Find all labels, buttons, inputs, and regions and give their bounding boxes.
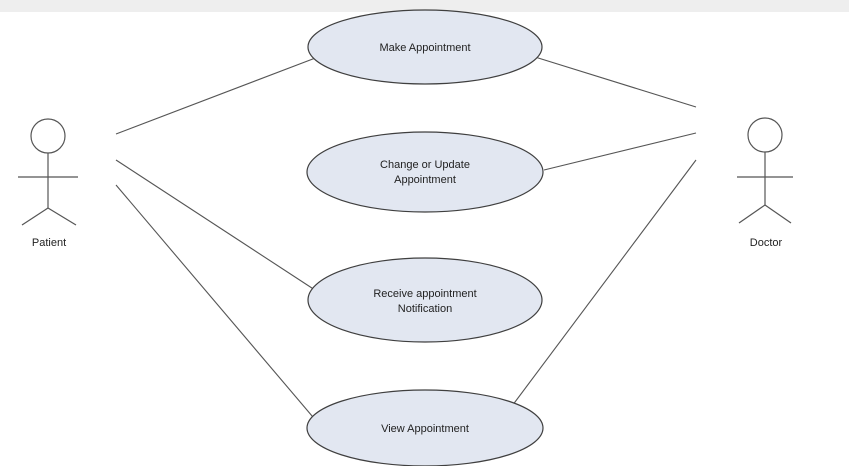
actor-doctor-head [747,117,783,153]
use-case-view-appointment-ellipse [306,389,544,466]
top-band [0,0,849,12]
actor-patient-head [30,118,66,154]
use-case-change-update-ellipse [306,131,544,213]
association-doctor-view-appointment [511,159,697,407]
association-patient-make-appointment [115,56,319,135]
actor-patient-right-leg [47,207,77,226]
use-case-change-update-label-line2: Appointment [394,174,456,186]
use-case-receive-notification-label-line2: Notification [398,303,452,315]
use-case-receive-notification-ellipse [307,257,543,343]
actor-patient-left-leg [21,207,49,226]
actor-doctor-right-leg [764,204,792,224]
association-doctor-change-update [543,132,697,171]
actor-doctor-label: Doctor [750,237,783,249]
actor-doctor: Doctor [737,117,793,249]
actor-doctor-left-leg [738,204,766,224]
actor-patient: Patient [18,118,78,249]
use-case-make-appointment-ellipse [307,9,543,85]
association-patient-view-appointment [115,184,319,424]
use-case-receive-notification: Receive appointment Notification [307,257,543,343]
actor-patient-label: Patient [32,237,66,249]
associations [115,56,697,424]
use-case-make-appointment-label: Make Appointment [379,42,470,54]
use-case-view-appointment-label: View Appointment [381,423,469,435]
association-doctor-make-appointment [534,56,697,108]
use-case-view-appointment: View Appointment [306,389,544,466]
use-case-make-appointment: Make Appointment [307,9,543,85]
use-case-receive-notification-label-line1: Receive appointment [373,288,476,300]
use-case-change-update-appointment: Change or Update Appointment [306,131,544,213]
association-patient-receive-notification [115,159,319,293]
use-case-change-update-label-line1: Change or Update [380,159,470,171]
